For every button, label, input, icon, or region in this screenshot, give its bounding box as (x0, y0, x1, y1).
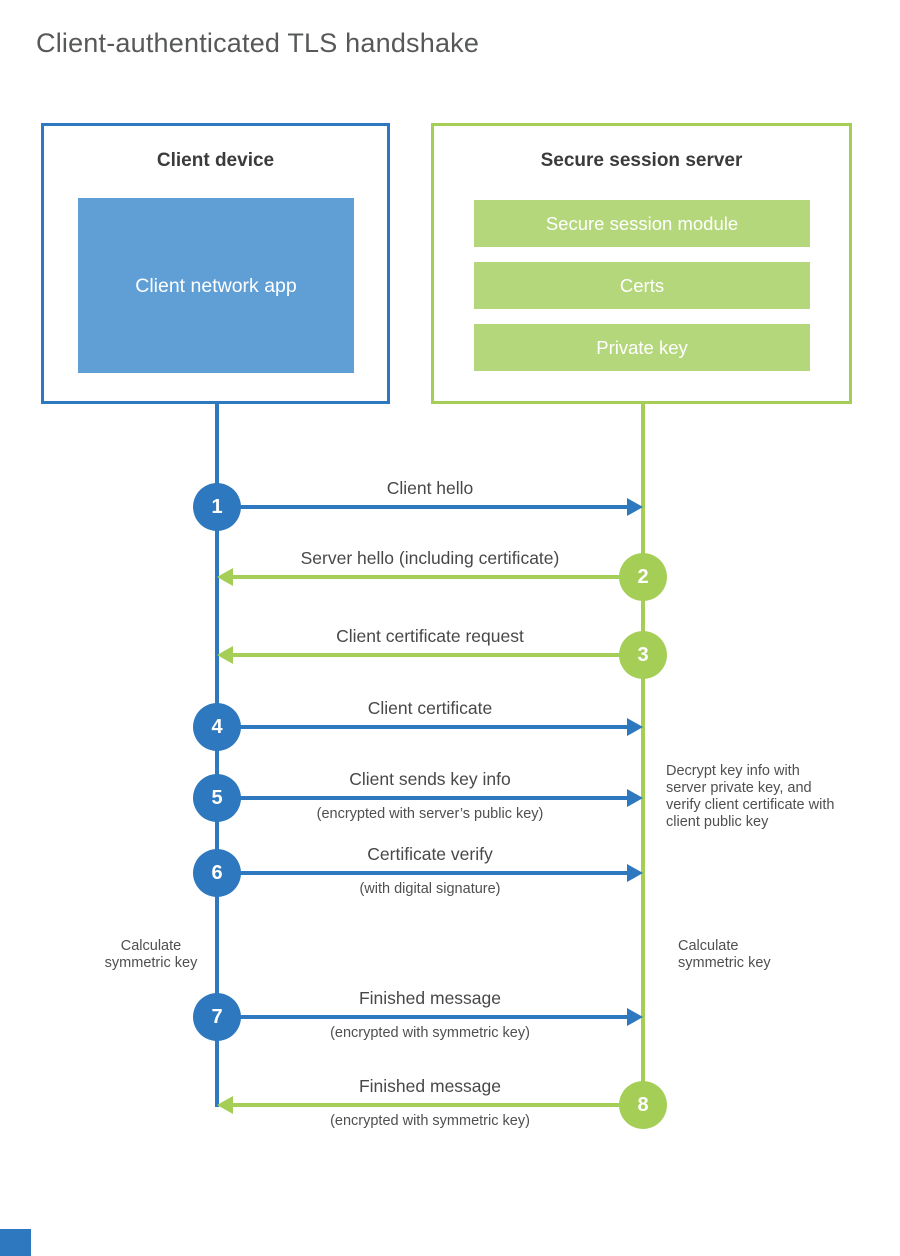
arrow-head-right-icon (627, 1008, 643, 1026)
step-number: 6 (211, 861, 223, 884)
message-label: Client certificate (367, 698, 493, 718)
step-number: 7 (211, 1005, 223, 1028)
calculate-symmetric-key-note-server: Calculate symmetric key (678, 938, 771, 971)
step-circle: 8 (619, 1081, 667, 1129)
client-lifeline (215, 401, 219, 1107)
arrow-line (233, 1103, 643, 1107)
message-sublabel: (encrypted with symmetric key) (330, 1025, 530, 1041)
step-number: 1 (211, 495, 223, 518)
message-label: Finished message (358, 1076, 502, 1096)
arrow-head-right-icon (627, 718, 643, 736)
calculate-symmetric-key-note-client: Calculate symmetric key (104, 938, 198, 971)
arrow-line (217, 725, 629, 729)
step-circle: 5 (193, 774, 241, 822)
step-number: 4 (211, 715, 223, 738)
arrow-line (217, 871, 629, 875)
server-module-certs: Certs (474, 262, 810, 309)
arrow-head-right-icon (627, 864, 643, 882)
step-number: 8 (637, 1093, 649, 1116)
message-label: Server hello (including certificate) (300, 548, 560, 568)
client-network-app-box: Client network app (78, 198, 354, 373)
arrow-head-left-icon (217, 568, 233, 586)
arrow-line (233, 575, 643, 579)
step-circle: 3 (619, 631, 667, 679)
step-circle: 4 (193, 703, 241, 751)
arrow-head-right-icon (627, 789, 643, 807)
step-circle: 2 (619, 553, 667, 601)
arrow-line (217, 1015, 629, 1019)
client-device-box: Client device Client network app (41, 123, 390, 404)
message-label: Client certificate request (336, 626, 524, 646)
arrow-line (217, 505, 629, 509)
message-sublabel: (with digital signature) (359, 881, 501, 897)
message-label: Client hello (386, 478, 474, 498)
server-module-private-key: Private key (474, 324, 810, 371)
step-number: 5 (211, 786, 223, 809)
decrypt-note: Decrypt key info with server private key… (666, 763, 835, 830)
arrow-line (217, 796, 629, 800)
server-module-secure-session: Secure session module (474, 200, 810, 247)
server-box: Secure session server Secure session mod… (431, 123, 852, 404)
message-sublabel: (encrypted with symmetric key) (330, 1113, 530, 1129)
step-circle: 6 (193, 849, 241, 897)
server-heading: Secure session server (540, 150, 743, 171)
server-lifeline (641, 401, 645, 1105)
message-label: Client sends key info (349, 769, 511, 789)
step-circle: 7 (193, 993, 241, 1041)
arrow-head-left-icon (217, 1096, 233, 1114)
message-label: Finished message (358, 988, 502, 1008)
brand-mark (0, 1229, 31, 1256)
arrow-head-right-icon (627, 498, 643, 516)
step-number: 3 (637, 643, 649, 666)
step-circle: 1 (193, 483, 241, 531)
message-sublabel: (encrypted with server’s public key) (316, 806, 544, 822)
client-device-heading: Client device (156, 150, 275, 171)
step-number: 2 (637, 565, 649, 588)
client-network-app-label: Client network app (135, 274, 297, 297)
message-label: Certificate verify (367, 844, 493, 864)
diagram-title: Client-authenticated TLS handshake (36, 28, 480, 58)
arrow-line (233, 653, 643, 657)
arrow-head-left-icon (217, 646, 233, 664)
